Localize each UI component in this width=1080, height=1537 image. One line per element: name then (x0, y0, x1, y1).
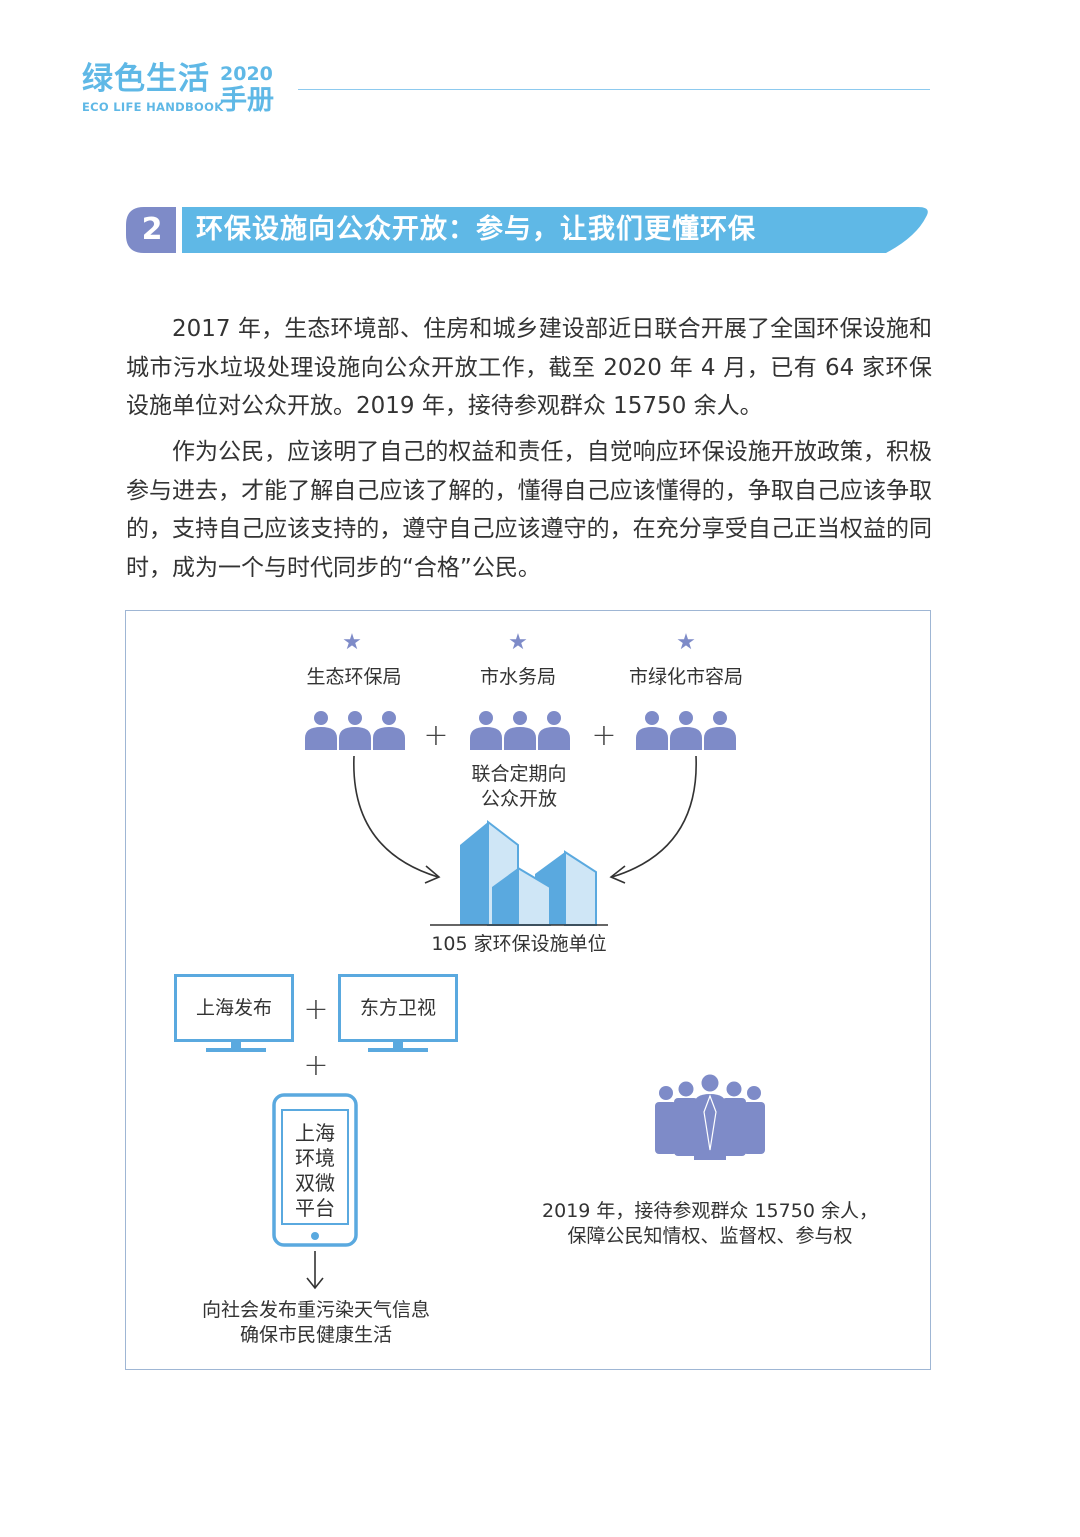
publish-label-line1: 向社会发布重污染天气信息 (201, 1299, 431, 1321)
joint-label-line2: 公众开放 (480, 788, 558, 810)
header-rule (298, 89, 930, 90)
agency-label-greening: 市绿化市容局 (628, 666, 744, 688)
paragraph-2: 作为公民，应该明了自己的权益和责任，自觉响应环保设施开放政策，积极参与进去，才能… (126, 439, 932, 581)
phone-text: 上海 环境 双微 平台 (285, 1121, 345, 1221)
star-icon: ★ (676, 630, 696, 655)
brand-logo: 绿色生活 2020 手册 ECO LIFE HANDBOOK (82, 62, 292, 124)
agency-label-water: 市水务局 (479, 666, 557, 688)
logo-handbook: 手册 (220, 85, 274, 116)
paragraph-1: 2017 年，生态环境部、住房和城乡建设部近日联合开展了全国环保设施和城市污水垃… (126, 316, 932, 419)
people-group-icon (305, 711, 405, 750)
section-title: 环保设施向公众开放：参与，让我们更懂环保 (196, 214, 756, 245)
section-banner (126, 207, 928, 253)
people-group-icon (636, 711, 736, 750)
logo-title: 绿色生活 (82, 61, 210, 97)
joint-label-line1: 联合定期向 (471, 763, 567, 785)
screen-shanghai-release: 上海发布 (174, 974, 294, 1042)
diagram-frame (125, 610, 931, 1370)
phone-line: 环境 (295, 1146, 335, 1170)
down-arrow-icon (306, 1251, 324, 1290)
facility-label: 105 家环保设施单位 (431, 933, 607, 955)
phone-icon (272, 1093, 358, 1247)
section-number: 2 (141, 212, 163, 247)
visitors-label-line1: 2019 年，接待参观群众 15750 余人， (542, 1200, 878, 1222)
phone-line: 平台 (295, 1196, 335, 1220)
star-icon: ★ (508, 630, 528, 655)
logo-english: ECO LIFE HANDBOOK (82, 100, 224, 114)
monitor-icon (368, 1042, 428, 1052)
logo-year: 2020 (220, 63, 273, 85)
plus-icon: + (303, 1048, 329, 1083)
people-group-icon (470, 711, 570, 750)
phone-line: 双微 (295, 1171, 335, 1195)
plus-icon: + (423, 718, 449, 753)
agency-label-ecology: 生态环保局 (306, 666, 402, 688)
screen-dragon-tv: 东方卫视 (338, 974, 458, 1042)
publish-label-line2: 确保市民健康生活 (239, 1324, 393, 1346)
phone-line: 上海 (295, 1121, 335, 1145)
crowd-icon (655, 1074, 765, 1160)
curved-arrow-icon (353, 755, 697, 884)
building-icon (430, 819, 608, 926)
plus-icon: + (591, 718, 617, 753)
visitors-label-line2: 保障公民知情权、监督权、参与权 (567, 1225, 853, 1247)
star-icon: ★ (342, 630, 362, 655)
plus-icon: + (303, 992, 329, 1027)
monitor-icon (206, 1042, 266, 1052)
